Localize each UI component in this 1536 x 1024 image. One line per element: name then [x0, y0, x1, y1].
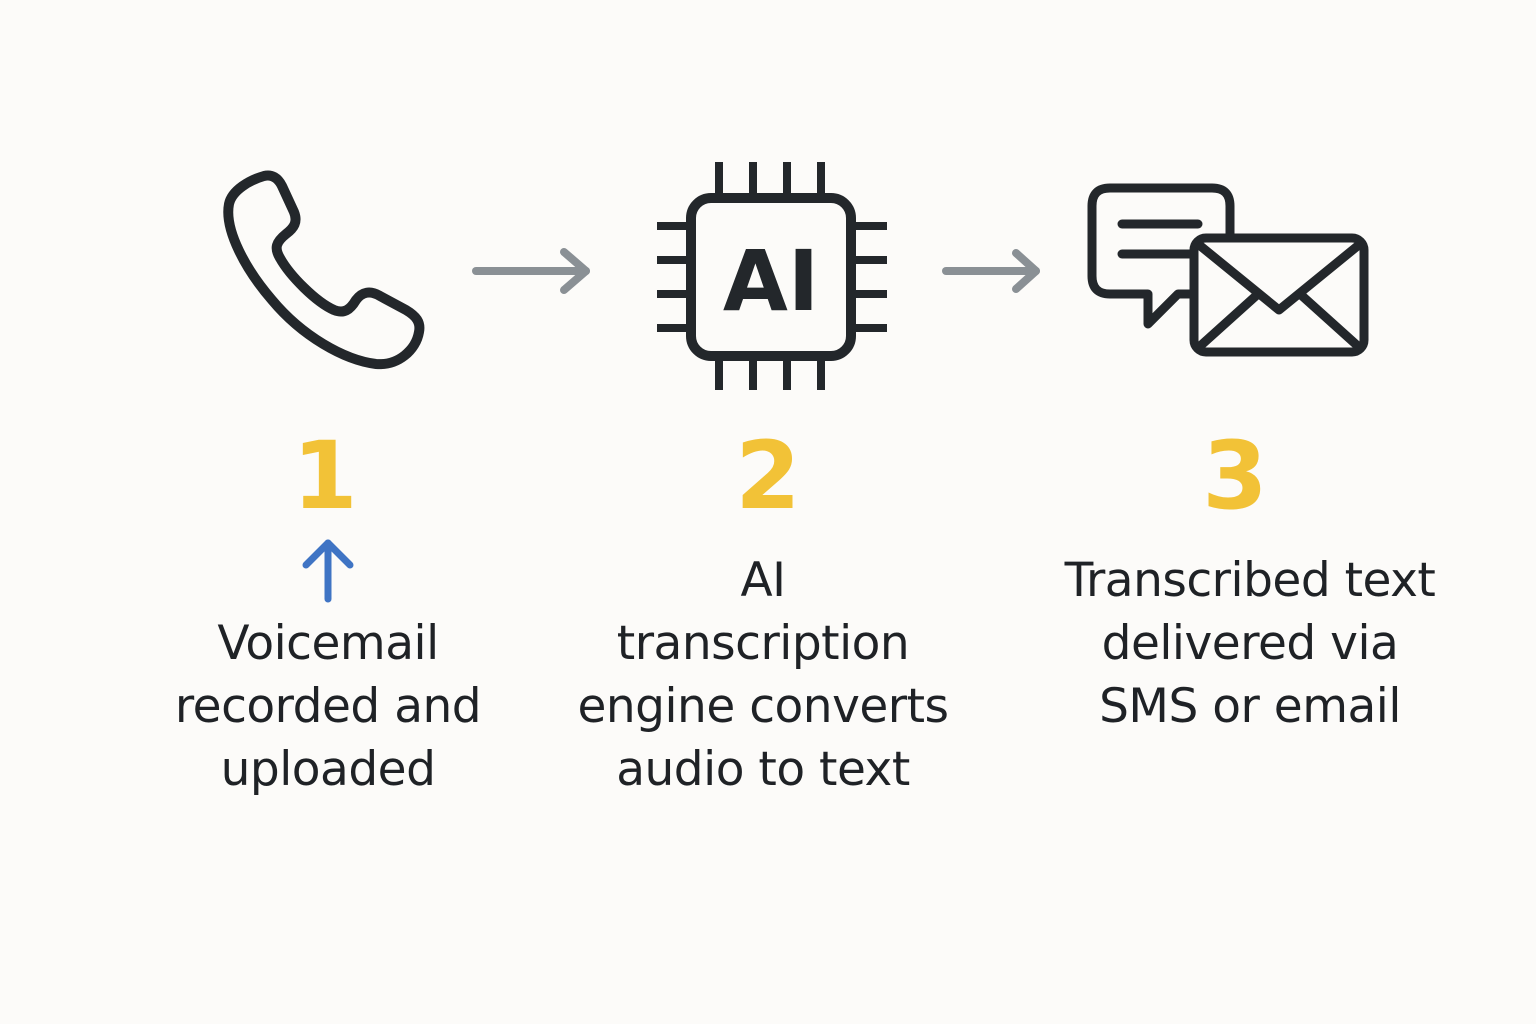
message-mail-icon [1087, 183, 1369, 357]
caption-line: recorded and [174, 679, 482, 734]
chip-label: AI [723, 232, 819, 330]
step-number-1: 1 [292, 422, 358, 531]
arrow-right-icon [472, 248, 590, 294]
upload-arrow-icon [302, 539, 354, 603]
step-number-3: 3 [1202, 422, 1268, 531]
caption-line: transcription [616, 616, 910, 671]
caption-line: Transcribed text [1064, 553, 1436, 608]
caption-line: engine converts [577, 679, 949, 734]
caption-line: Voicemail [217, 616, 439, 671]
step-number-2: 2 [735, 422, 801, 531]
step-caption-2: AI transcription engine converts audio t… [565, 549, 961, 801]
ai-chip-icon: AI [657, 162, 887, 390]
step-caption-1: Voicemail recorded and uploaded [148, 612, 508, 801]
caption-line: uploaded [220, 742, 436, 797]
arrow-right-icon [942, 249, 1040, 293]
phone-icon [223, 170, 425, 370]
step-caption-3: Transcribed text delivered via SMS or em… [1040, 549, 1460, 738]
caption-line: SMS or email [1099, 679, 1401, 734]
caption-line: delivered via [1101, 616, 1399, 671]
caption-line: audio to text [616, 742, 910, 797]
caption-line: AI [740, 553, 786, 608]
